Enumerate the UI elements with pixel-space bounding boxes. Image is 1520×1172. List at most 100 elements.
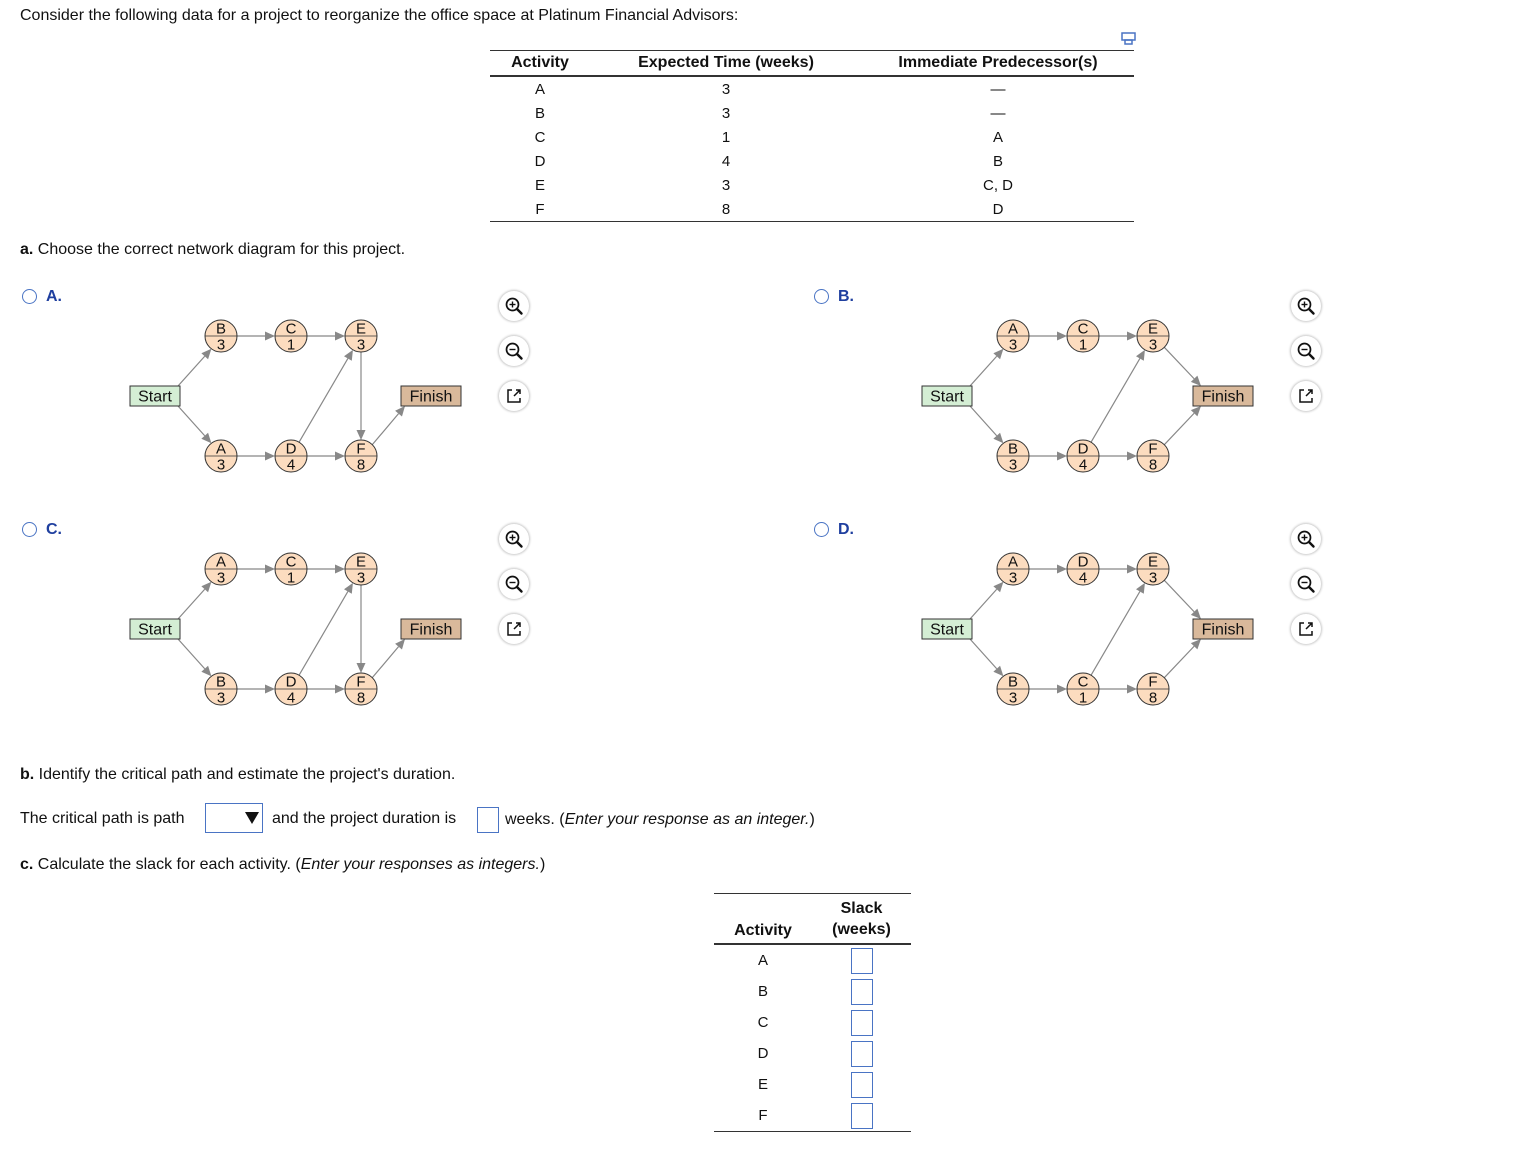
- edge-bottom-to-finish-head: [1190, 406, 1201, 417]
- slack-activity-label: F: [714, 1100, 812, 1132]
- activity-node: E3: [1136, 552, 1170, 587]
- edge-to-finish-head: [395, 639, 405, 650]
- expand-button[interactable]: [499, 614, 529, 644]
- edge-bottom-2-head: [335, 451, 345, 461]
- edge-top-2-head: [335, 564, 345, 574]
- activity-node: F8: [344, 672, 378, 707]
- expand-icon: [507, 389, 521, 403]
- edge-start-top-head: [993, 348, 1004, 360]
- zoom-out-icon: [1297, 342, 1315, 360]
- zoom-in-button[interactable]: [1291, 291, 1321, 321]
- cell-predecessors: —: [990, 104, 1006, 122]
- option-radio[interactable]: [22, 289, 37, 304]
- slack-input-c[interactable]: [850, 1009, 873, 1036]
- activity-node: F8: [344, 439, 378, 474]
- edge-top-1-head: [1057, 564, 1067, 574]
- edge-bottom-1-head: [265, 684, 275, 694]
- edge-start-top: [177, 355, 206, 387]
- zoom-in-button[interactable]: [499, 291, 529, 321]
- edge-start-bottom-head: [993, 665, 1004, 677]
- slack-activity-label: B: [757, 983, 768, 1000]
- slack-activity-label: A: [757, 952, 768, 969]
- zoom-out-button[interactable]: [499, 336, 529, 366]
- option-radio[interactable]: [814, 522, 829, 537]
- slack-input-b[interactable]: [850, 978, 873, 1005]
- cell-activity: C: [534, 128, 546, 146]
- critical-path-dropdown[interactable]: [205, 803, 263, 833]
- start-box: [921, 618, 973, 640]
- zoom-out-button[interactable]: [499, 569, 529, 599]
- node-duration: 3: [217, 457, 225, 474]
- print-icon[interactable]: [1120, 31, 1138, 47]
- slack-table-row: B: [714, 976, 911, 1007]
- option-label: D.: [838, 521, 854, 538]
- node-activity: A: [216, 441, 226, 458]
- expand-button[interactable]: [1291, 614, 1321, 644]
- edge-bottom-to-finish: [1163, 412, 1195, 446]
- edge-vertical-head: [356, 663, 366, 673]
- zoom-out-button[interactable]: [1291, 336, 1321, 366]
- start-box: [129, 385, 181, 407]
- edge-diagonal: [1090, 358, 1141, 443]
- node-duration: 8: [1149, 457, 1157, 474]
- finish-label: Finish: [1202, 622, 1245, 639]
- option-radio[interactable]: [22, 522, 37, 537]
- edge-start-top: [969, 355, 998, 387]
- edge-start-top: [969, 588, 998, 620]
- node-duration: 3: [217, 337, 225, 354]
- activity-node: F8: [1136, 439, 1170, 474]
- zoom-in-button[interactable]: [1291, 524, 1321, 554]
- critical-path-label: The critical path is path: [20, 810, 185, 827]
- slack-input-a[interactable]: [850, 947, 873, 974]
- edge-start-bottom: [969, 638, 998, 670]
- node-duration: 1: [1079, 690, 1087, 707]
- node-duration: 8: [1149, 690, 1157, 707]
- slack-input-f[interactable]: [850, 1102, 873, 1129]
- slack-input-e[interactable]: [850, 1071, 873, 1098]
- node-activity: B: [1008, 674, 1018, 691]
- edge-top-to-finish-head: [1190, 375, 1201, 386]
- finish-label: Finish: [410, 622, 453, 639]
- node-duration: 3: [1009, 457, 1017, 474]
- node-activity: A: [1008, 554, 1018, 571]
- activity-node: B3: [204, 672, 238, 707]
- start-box: [921, 385, 973, 407]
- cell-predecessors: B: [992, 152, 1003, 170]
- option-label: B.: [838, 288, 854, 305]
- option-label: C.: [46, 521, 62, 538]
- edge-top-2-head: [1127, 331, 1137, 341]
- finish-box: [400, 385, 462, 407]
- cell-expected-time: 3: [721, 176, 731, 194]
- node-duration: 3: [1009, 337, 1017, 354]
- edge-top-to-finish-head: [1190, 608, 1201, 619]
- edge-start-top-head: [201, 581, 212, 593]
- node-activity: D: [1078, 441, 1089, 458]
- zoom-out-button[interactable]: [1291, 569, 1321, 599]
- cell-activity: F: [490, 197, 590, 222]
- zoom-in-icon: [1297, 530, 1315, 548]
- expand-button[interactable]: [499, 381, 529, 411]
- zoom-in-button[interactable]: [499, 524, 529, 554]
- dropdown-arrow-icon: [245, 812, 259, 824]
- project-duration-input[interactable]: [477, 807, 499, 833]
- expand-button[interactable]: [1291, 381, 1321, 411]
- option-label: A.: [46, 288, 62, 305]
- slack-input-d[interactable]: [850, 1040, 873, 1067]
- edge-diagonal-head: [1136, 582, 1145, 594]
- option-radio[interactable]: [814, 289, 829, 304]
- slack-header-slack: Slack (weeks): [812, 893, 911, 945]
- edge-start-bottom-head: [201, 665, 212, 677]
- activity-node: C1: [1066, 319, 1100, 354]
- header-predecessors: Immediate Predecessor(s): [862, 50, 1134, 77]
- node-activity: C: [1078, 321, 1089, 338]
- node-duration: 3: [217, 570, 225, 587]
- activity-node: B3: [996, 672, 1030, 707]
- node-activity: C: [286, 321, 297, 338]
- finish-label: Finish: [410, 389, 453, 406]
